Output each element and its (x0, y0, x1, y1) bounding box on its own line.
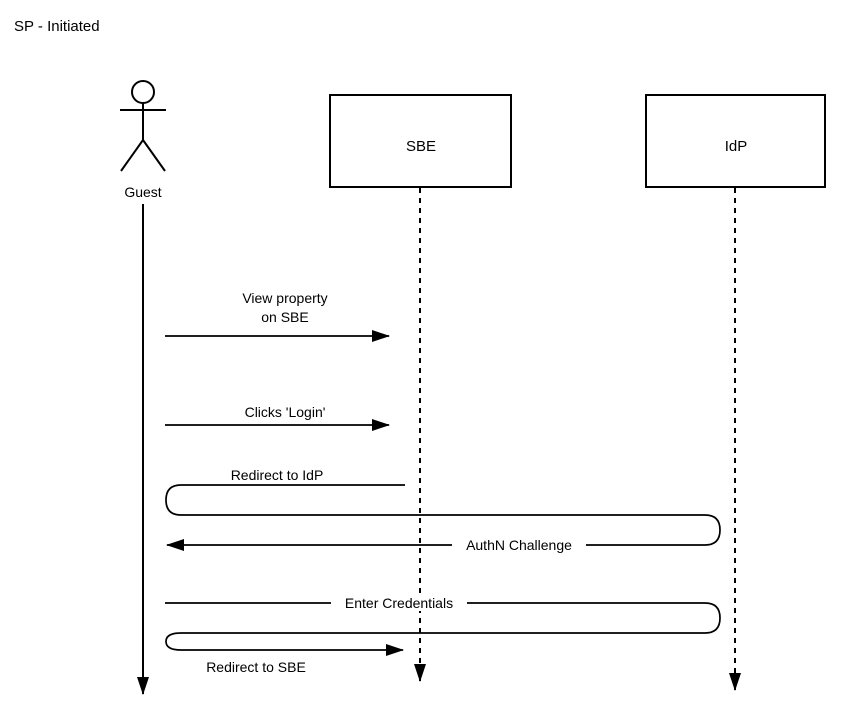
message-view-property-label-line1: View property (242, 290, 327, 306)
participant-box-idp (645, 94, 826, 188)
actor-leg-right (142, 139, 166, 172)
message-redirect-to-sbe-label: Redirect to SBE (206, 659, 306, 675)
participant-idp: IdP (645, 94, 826, 188)
message-view-property-label-line2: on SBE (261, 309, 308, 325)
message-redirect-to-idp-label: Redirect to IdP (231, 467, 324, 483)
message-clicks-login: Clicks 'Login' (165, 404, 390, 431)
message-enter-credentials-label-bg (331, 595, 467, 611)
message-clicks-login-label: Clicks 'Login' (245, 404, 326, 420)
message-enter-credentials-flow: Enter Credentials Redirect to SBE (165, 595, 721, 675)
actor-guest-label: Guest (124, 184, 161, 200)
diagram-title: SP - Initiated (14, 18, 100, 35)
message-authn-challenge-label: AuthN Challenge (466, 537, 572, 553)
participant-sbe: SBE (329, 94, 512, 188)
actor-head (131, 80, 155, 104)
actor-guest: Guest (120, 80, 166, 200)
message-view-property: View property on SBE (165, 290, 390, 342)
participant-idp-label: IdP (725, 138, 748, 155)
message-redirect-to-idp-flow: Redirect to IdP AuthN Challenge (165, 467, 721, 553)
message-enter-credentials-label: Enter Credentials (345, 595, 453, 611)
actor-leg-left (120, 139, 144, 172)
message-authn-challenge-label-bg (452, 537, 586, 553)
message-enter-credentials-path (165, 602, 721, 656)
participant-sbe-label: SBE (406, 138, 436, 155)
participant-box-sbe (329, 94, 512, 188)
message-redirect-to-idp-path (165, 484, 721, 551)
